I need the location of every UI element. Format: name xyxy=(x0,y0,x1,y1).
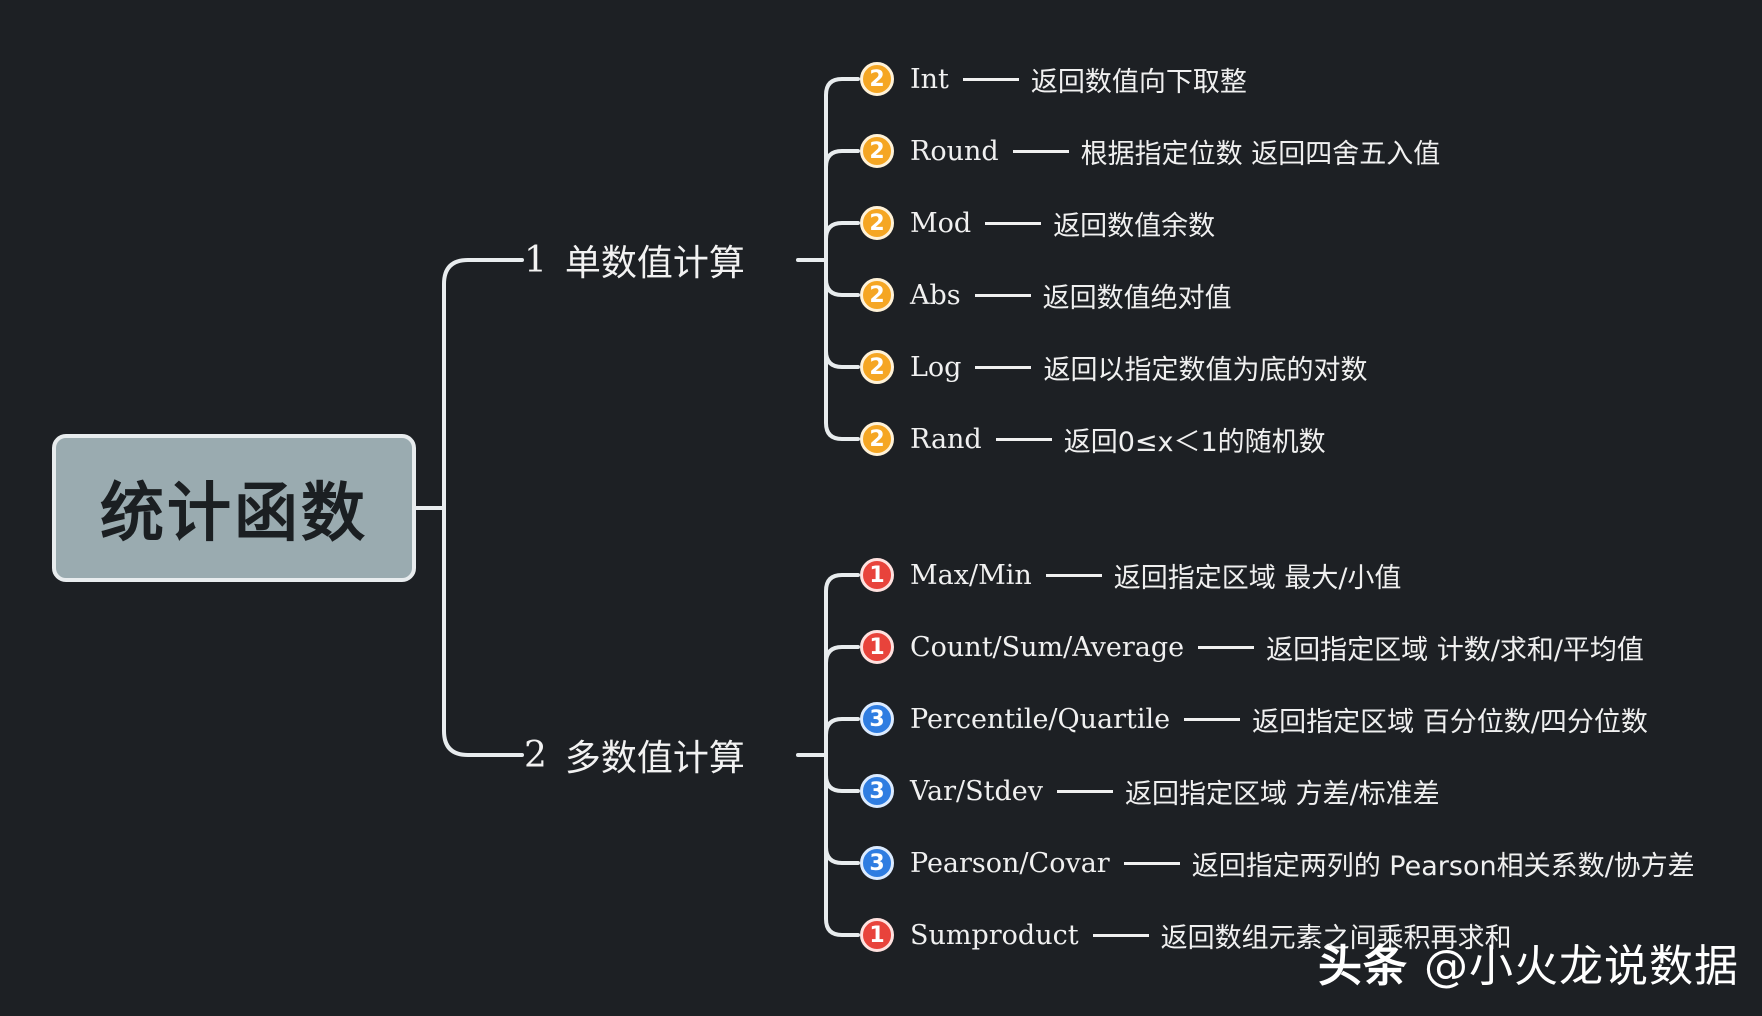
dash-separator xyxy=(962,77,1019,81)
leaf-12-connector xyxy=(824,753,860,937)
function-name: Count/Sum/Average xyxy=(910,631,1185,663)
branch-label: 单数值计算 xyxy=(564,243,745,284)
priority-3-icon: 3 xyxy=(860,846,894,880)
leaf-topic[interactable]: Abs 返回数值绝对值 xyxy=(910,271,1232,319)
dash-separator xyxy=(1198,645,1255,649)
leaf-topic[interactable]: Max/Min 返回指定区域 最大/小值 xyxy=(910,551,1401,599)
dash-separator xyxy=(985,221,1042,225)
function-description: 返回指定两列的 Pearson相关系数/协方差 xyxy=(1191,850,1695,882)
dash-separator xyxy=(1092,933,1149,937)
function-description: 返回指定区域 方差/标准差 xyxy=(1124,778,1440,810)
priority-2-icon: 2 xyxy=(860,422,894,456)
branch-2-connector xyxy=(442,506,524,757)
function-name: Rand xyxy=(910,423,982,455)
dash-separator xyxy=(1012,149,1069,153)
function-description: 根据指定位数 返回四舍五入值 xyxy=(1080,138,1441,170)
function-description: 返回0≤x＜1的随机数 xyxy=(1063,426,1326,458)
root-topic[interactable]: 统计函数 xyxy=(52,434,416,582)
function-name: Pearson/Covar xyxy=(910,847,1110,879)
function-description: 返回指定区域 计数/求和/平均值 xyxy=(1266,634,1644,666)
function-name: Percentile/Quartile xyxy=(910,703,1171,735)
leaf-4-connector xyxy=(824,258,860,297)
leaf-2-connector xyxy=(824,149,860,262)
leaf-topic[interactable]: Log 返回以指定数值为底的对数 xyxy=(910,343,1367,391)
leaf-topic[interactable]: Percentile/Quartile 返回指定区域 百分位数/四分位数 xyxy=(910,695,1648,743)
priority-2-icon: 2 xyxy=(860,62,894,96)
function-name: Round xyxy=(910,135,999,167)
watermark: 头条 @小火龙说数据 xyxy=(1318,930,1739,994)
leaf-topic[interactable]: Round 根据指定位数 返回四舍五入值 xyxy=(910,127,1440,175)
function-name: Log xyxy=(910,351,962,383)
leaf-topic[interactable]: Pearson/Covar 返回指定两列的 Pearson相关系数/协方差 xyxy=(910,839,1695,887)
function-name: Var/Stdev xyxy=(910,775,1043,807)
priority-2-icon: 2 xyxy=(860,134,894,168)
priority-1-icon: 1 xyxy=(860,558,894,592)
function-description: 返回数值余数 xyxy=(1053,210,1216,242)
branch-topic-multi-value[interactable]: 2 多数值计算 xyxy=(524,725,794,785)
branch-label: 多数值计算 xyxy=(564,738,745,779)
root-topic-label: 统计函数 xyxy=(100,477,368,551)
function-name: Int xyxy=(910,63,949,95)
branch-number: 1 xyxy=(524,239,547,281)
branch-1-connector xyxy=(442,258,524,510)
dash-separator xyxy=(1056,789,1113,793)
function-name: Mod xyxy=(910,207,972,239)
leaf-11-connector xyxy=(824,753,860,865)
function-description: 返回数值绝对值 xyxy=(1042,282,1232,314)
leaf-topic[interactable]: Mod 返回数值余数 xyxy=(910,199,1215,247)
priority-3-icon: 3 xyxy=(860,702,894,736)
leaf-7-connector xyxy=(824,573,860,757)
function-description: 返回指定区域 百分位数/四分位数 xyxy=(1252,706,1648,738)
dash-separator xyxy=(1045,573,1102,577)
function-description: 返回以指定数值为底的对数 xyxy=(1043,354,1368,386)
watermark-brand: 头条 xyxy=(1318,941,1408,992)
branch-number: 2 xyxy=(524,734,547,776)
priority-1-icon: 1 xyxy=(860,918,894,952)
leaf-10-connector xyxy=(824,753,860,793)
leaf-9-connector xyxy=(824,717,860,757)
branch-topic-single-value[interactable]: 1 单数值计算 xyxy=(524,230,794,290)
function-description: 返回指定区域 最大/小值 xyxy=(1113,562,1402,594)
leaf-3-connector xyxy=(824,221,860,262)
function-description: 返回数值向下取整 xyxy=(1030,66,1247,98)
leaf-5-connector xyxy=(824,258,860,369)
function-name: Max/Min xyxy=(910,559,1032,591)
leaf-topic[interactable]: Int 返回数值向下取整 xyxy=(910,55,1247,103)
leaf-topic[interactable]: Sumproduct 返回数组元素之间乘积再求和 xyxy=(910,911,1512,959)
priority-2-icon: 2 xyxy=(860,350,894,384)
leaf-1-connector xyxy=(824,77,860,262)
function-name: Abs xyxy=(910,279,961,311)
dash-separator xyxy=(995,437,1052,441)
leaf-topic[interactable]: Count/Sum/Average 返回指定区域 计数/求和/平均值 xyxy=(910,623,1644,671)
leaf-topic[interactable]: Rand 返回0≤x＜1的随机数 xyxy=(910,415,1326,463)
leaf-topic[interactable]: Var/Stdev 返回指定区域 方差/标准差 xyxy=(910,767,1440,815)
dash-separator xyxy=(975,365,1032,369)
function-name: Sumproduct xyxy=(910,919,1079,951)
dash-separator xyxy=(1123,861,1180,865)
leaf-8-connector xyxy=(824,645,860,757)
leaf-6-connector xyxy=(824,258,860,441)
dash-separator xyxy=(974,293,1031,297)
function-description: 返回数组元素之间乘积再求和 xyxy=(1160,922,1512,954)
priority-1-icon: 1 xyxy=(860,630,894,664)
dash-separator xyxy=(1184,717,1241,721)
priority-3-icon: 3 xyxy=(860,774,894,808)
priority-2-icon: 2 xyxy=(860,206,894,240)
watermark-handle: @小火龙说数据 xyxy=(1424,941,1739,992)
priority-2-icon: 2 xyxy=(860,278,894,312)
